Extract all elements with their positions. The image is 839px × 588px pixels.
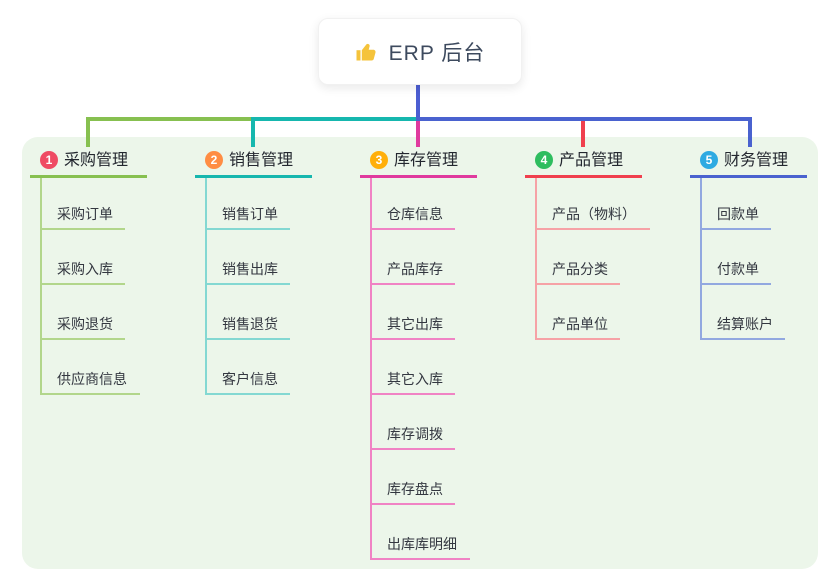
subtopic[interactable]: 其它出库 (387, 316, 443, 332)
subtopic-underline (40, 338, 125, 340)
subtopic-underline (700, 228, 771, 230)
subtopic[interactable]: 产品（物料） (552, 206, 636, 222)
subtopic-underline (205, 393, 290, 395)
subtopic[interactable]: 结算账户 (717, 316, 773, 332)
subtopic-underline (535, 283, 620, 285)
subtopic-underline (700, 283, 771, 285)
branch-drop-line (748, 117, 752, 147)
subtopic[interactable]: 供应商信息 (57, 371, 127, 387)
subtopic-underline (205, 338, 290, 340)
branch-title-underline (525, 175, 642, 178)
branch-drop-line (86, 121, 90, 147)
subtopic[interactable]: 销售订单 (222, 206, 278, 222)
branches-panel (22, 137, 818, 569)
subtopic-underline (40, 283, 125, 285)
branch-topic[interactable]: 产品管理 (559, 152, 624, 169)
subtopic[interactable]: 仓库信息 (387, 206, 443, 222)
branch-title-underline (30, 175, 147, 178)
branch-title-underline (195, 175, 312, 178)
subtopic-underline (205, 283, 290, 285)
branch-topic[interactable]: 库存管理 (394, 152, 459, 169)
subtree-vertical-line (205, 178, 207, 395)
bus-line-segment (416, 117, 752, 121)
bus-line-segment (86, 117, 255, 121)
subtopic-underline (205, 228, 290, 230)
subtopic[interactable]: 产品库存 (387, 261, 443, 277)
branch-drop-line (251, 121, 255, 147)
subtree-vertical-line (535, 178, 537, 340)
branch-topic[interactable]: 销售管理 (229, 152, 294, 169)
subtopic-underline (40, 393, 140, 395)
root-connector-line (416, 85, 420, 121)
subtree-vertical-line (370, 178, 372, 560)
branch-number-badge: 4 (535, 151, 553, 169)
subtopic[interactable]: 采购退货 (57, 316, 113, 332)
subtopic-underline (370, 283, 455, 285)
subtopic-underline (370, 448, 455, 450)
subtopic[interactable]: 回款单 (717, 206, 759, 222)
subtopic-underline (700, 338, 785, 340)
subtree-vertical-line (40, 178, 42, 395)
branch-drop-line (581, 121, 585, 147)
branch-drop-line (416, 121, 420, 147)
subtopic[interactable]: 出库库明细 (387, 536, 457, 552)
subtopic[interactable]: 销售退货 (222, 316, 278, 332)
branch-number-badge: 2 (205, 151, 223, 169)
subtopic[interactable]: 采购订单 (57, 206, 113, 222)
branch-number-badge: 5 (700, 151, 718, 169)
branch-topic[interactable]: 采购管理 (64, 152, 129, 169)
subtopic[interactable]: 产品单位 (552, 316, 608, 332)
thumbs-up-icon (355, 40, 379, 64)
subtopic[interactable]: 采购入库 (57, 261, 113, 277)
subtopic-underline (370, 503, 455, 505)
subtree-vertical-line (700, 178, 702, 340)
subtopic[interactable]: 产品分类 (552, 261, 608, 277)
branch-title-underline (690, 175, 807, 178)
subtopic[interactable]: 库存盘点 (387, 481, 443, 497)
subtopic-underline (40, 228, 125, 230)
branch-number-badge: 3 (370, 151, 388, 169)
subtopic[interactable]: 其它入库 (387, 371, 443, 387)
bus-line-segment (251, 117, 420, 121)
subtopic-underline (535, 228, 650, 230)
subtopic[interactable]: 库存调拨 (387, 426, 443, 442)
subtopic-underline (370, 393, 455, 395)
subtopic[interactable]: 付款单 (717, 261, 759, 277)
root-topic[interactable]: ERP 后台 (318, 18, 522, 85)
subtopic-underline (370, 338, 455, 340)
branch-title-underline (360, 175, 477, 178)
subtopic-underline (370, 228, 455, 230)
subtopic-underline (370, 558, 470, 560)
subtopic[interactable]: 客户信息 (222, 371, 278, 387)
subtopic-underline (535, 338, 620, 340)
subtopic[interactable]: 销售出库 (222, 261, 278, 277)
branch-topic[interactable]: 财务管理 (724, 152, 789, 169)
branch-number-badge: 1 (40, 151, 58, 169)
root-topic-label: ERP 后台 (388, 41, 486, 65)
